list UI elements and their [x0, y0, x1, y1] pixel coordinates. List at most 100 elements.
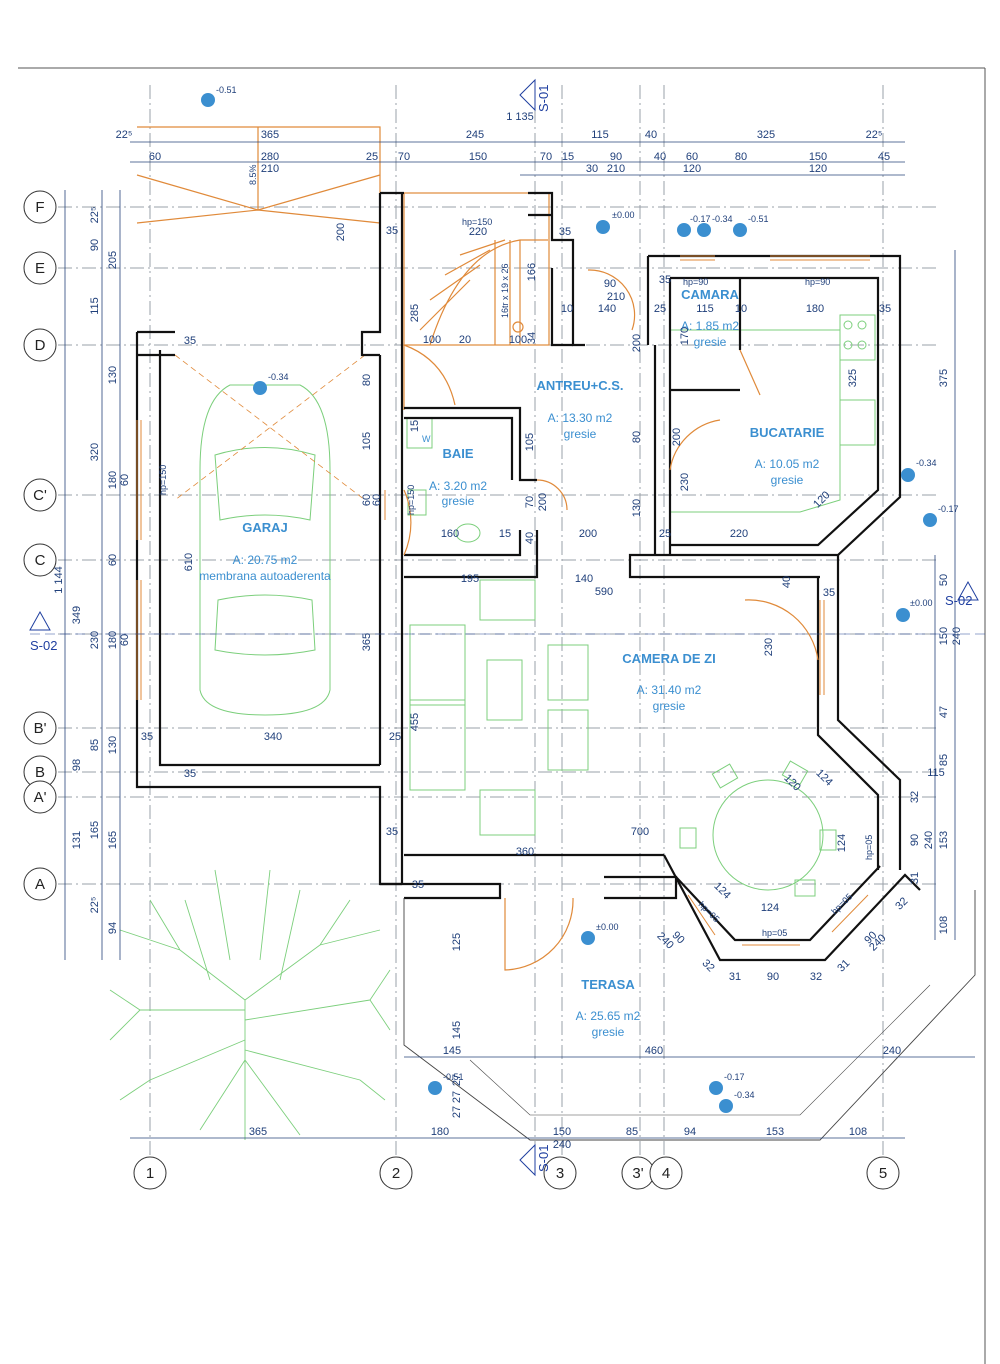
- dim-top: 245: [466, 129, 484, 141]
- dims-left-outer: 22⁵ 90 115 130 320 349 98 131 22⁵: [71, 207, 119, 914]
- dim-inner: 100: [509, 334, 527, 346]
- dim-left: 22⁵: [89, 897, 101, 914]
- tree-outline: [109, 869, 391, 1140]
- dim-bottom: 180: [431, 1126, 449, 1138]
- room-finish-terasa: gresie: [592, 1025, 625, 1039]
- dim-left: 60: [119, 634, 131, 646]
- level-label: -0.17: [724, 1072, 745, 1082]
- dim-inner: 31: [835, 957, 852, 974]
- dim-top: 70: [398, 151, 410, 163]
- dim-bottom: 365: [249, 1126, 267, 1138]
- section-label-s01-bottom: S-01: [536, 1145, 551, 1172]
- dim-left: 165: [89, 821, 101, 839]
- dim-top: 60: [149, 151, 161, 163]
- dim-left: 98: [71, 759, 83, 771]
- dim-inner: 145: [451, 1021, 463, 1039]
- level-label: -0.34: [712, 214, 733, 224]
- level-label: -0.34: [734, 1090, 755, 1100]
- level-label: ±0.00: [596, 922, 618, 932]
- axis-row-c-prime: C': [33, 487, 47, 504]
- dim-top: 210: [261, 163, 279, 175]
- dim-bottom: 85: [626, 1126, 638, 1138]
- dim-inner: 35: [184, 768, 196, 780]
- dim-inner: 220: [469, 226, 487, 238]
- note-stairs: 16tr x 19 x 26: [500, 263, 510, 318]
- dim-top: 45: [878, 151, 890, 163]
- section-markers: [29, 78, 985, 1177]
- dim-inner: 610: [183, 553, 195, 571]
- dim-inner: 35: [879, 303, 891, 315]
- axis-row-c: C: [35, 552, 46, 569]
- dim-left: 60: [107, 554, 119, 566]
- car-outline: [199, 384, 331, 716]
- dim-bottom: 94: [684, 1126, 696, 1138]
- dim-bottom: 240: [553, 1139, 571, 1151]
- dim-inner: 25: [659, 528, 671, 540]
- dim-left: 60: [119, 474, 131, 486]
- room-finish-bucatarie: gresie: [771, 473, 804, 487]
- level-label: -0.51: [216, 85, 237, 95]
- dim-inner: 340: [264, 731, 282, 743]
- dim-right: 90: [909, 834, 921, 846]
- terrace-steps: [469, 984, 931, 1116]
- dim-bottom: 145: [443, 1045, 461, 1057]
- dim-inner: 15: [499, 528, 511, 540]
- level-label: -0.34: [916, 458, 937, 468]
- dim-inner: 35: [823, 587, 835, 599]
- axis-col-1: 1: [146, 1165, 154, 1182]
- section-label-s01-top: S-01: [536, 85, 551, 112]
- dim-inner: 32: [700, 957, 717, 974]
- dim-inner: 360: [516, 846, 534, 858]
- dim-top: 150: [809, 151, 827, 163]
- axis-col-2: 2: [392, 1165, 400, 1182]
- axis-row-b-prime: B': [34, 720, 47, 737]
- living-room-furniture: [409, 579, 837, 897]
- level-label: -0.34: [268, 372, 289, 382]
- dim-inner: 35: [559, 226, 571, 238]
- note-hp: hp=90: [683, 277, 708, 287]
- dim-inner: 35: [412, 879, 424, 891]
- dim-inner: 140: [598, 303, 616, 315]
- room-name-antreu: ANTREU+C.S.: [536, 378, 623, 393]
- dim-top: 280: [261, 151, 279, 163]
- dim-inner: 40: [524, 532, 536, 544]
- dim-left: 349: [71, 606, 83, 624]
- dim-left: 131: [71, 831, 83, 849]
- dim-inner: 100: [423, 334, 441, 346]
- dim-inner: 220: [730, 528, 748, 540]
- dim-right: 108: [938, 916, 950, 934]
- dim-inner: 35: [184, 335, 196, 347]
- dim-inner: 124: [836, 834, 848, 852]
- windows: [136, 192, 870, 946]
- dim-inner: 80: [631, 431, 643, 443]
- dim-left: 130: [107, 736, 119, 754]
- room-name-garaj: GARAJ: [242, 520, 288, 535]
- dim-top: 22⁵: [866, 129, 883, 141]
- dim-inner: 10: [735, 303, 747, 315]
- room-name-camera-de-zi: CAMERA DE ZI: [622, 651, 715, 666]
- room-name-baie: BAIE: [442, 446, 473, 461]
- dim-inner: 210: [607, 291, 625, 303]
- axis-row-d: D: [35, 337, 46, 354]
- dim-bottom: 153: [766, 1126, 784, 1138]
- dim-left: 85: [89, 739, 101, 751]
- level-label: ±0.00: [612, 210, 634, 220]
- dim-inner: 115: [696, 303, 714, 315]
- dim-left: 180: [107, 471, 119, 489]
- dim-top: 115: [591, 129, 609, 141]
- dim-inner: 160: [441, 528, 459, 540]
- note-hp: hp=05: [762, 928, 787, 938]
- dim-inner: 200: [671, 428, 683, 446]
- axis-row-a-prime: A': [34, 789, 47, 806]
- room-area-terasa: A: 25.65 m2: [576, 1009, 641, 1023]
- level-marker-icons: [201, 93, 937, 1113]
- level-label: -0.17: [938, 504, 959, 514]
- dim-inner: 365: [361, 633, 373, 651]
- dim-top: 60: [686, 151, 698, 163]
- level-label: -0.17: [690, 214, 711, 224]
- dim-inner: 124: [711, 880, 732, 901]
- dimension-lines: [64, 141, 975, 1139]
- dim-right: 115: [927, 767, 945, 779]
- dims-interior: 200 35 220 35 166 285 100 20 100 34 90 2…: [141, 223, 911, 1118]
- dim-inner: 200: [579, 528, 597, 540]
